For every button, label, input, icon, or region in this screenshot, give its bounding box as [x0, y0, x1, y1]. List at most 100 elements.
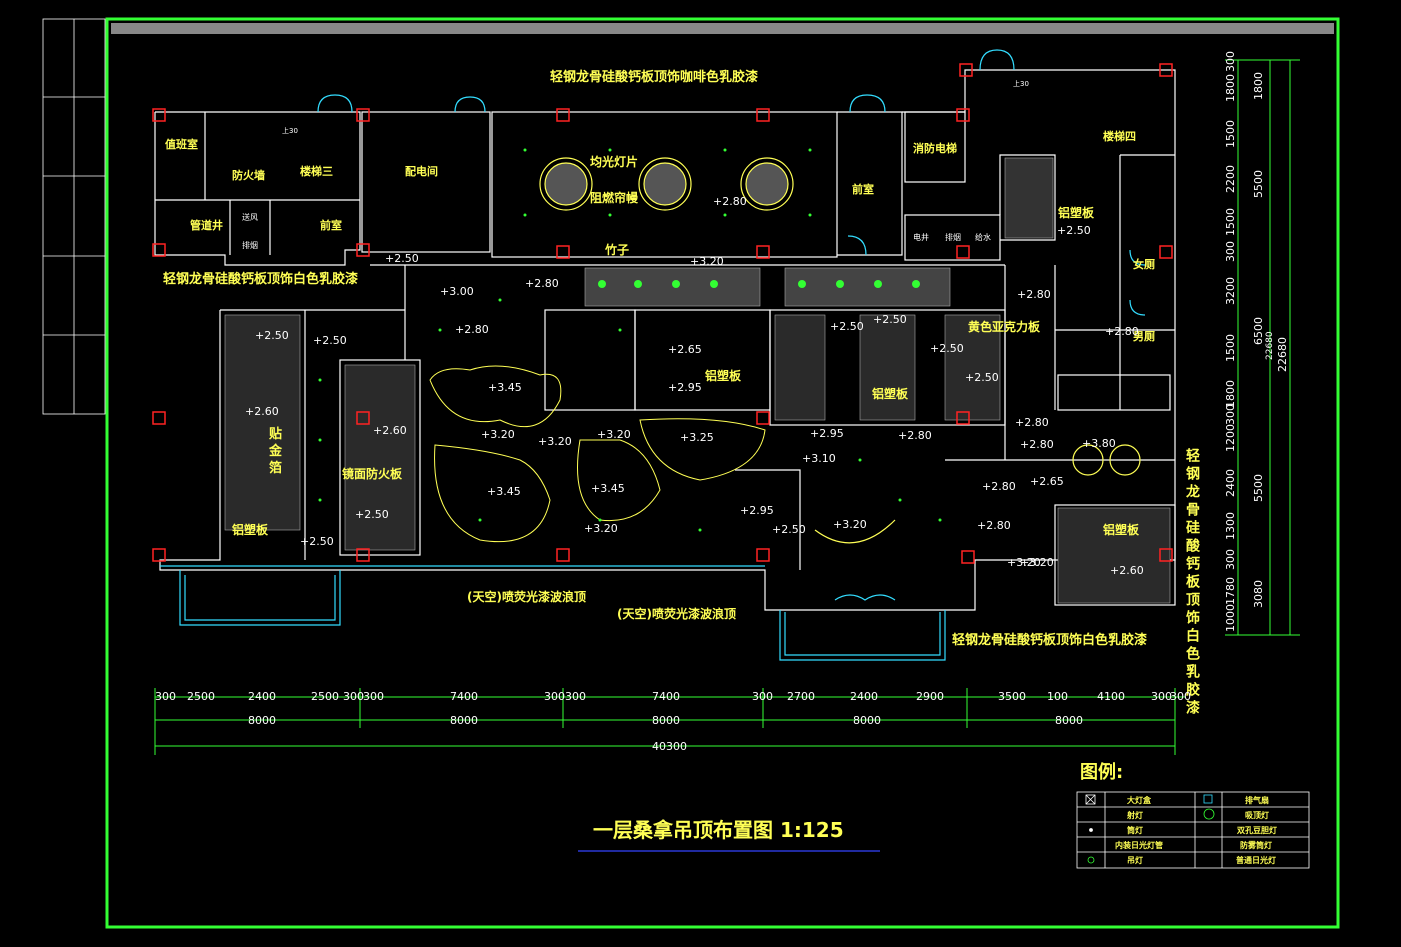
- elevation-labels: +2.50 +3.00 +2.80 +3.20 +2.80 +2.80 +2.8…: [245, 195, 1144, 577]
- dimension-row-1: 300 2500 2400 2500 300 300 7400 300 300 …: [155, 690, 1191, 703]
- dim-text: 8000: [652, 714, 680, 727]
- dim-text: 300: [343, 690, 364, 703]
- room-name: 女厕: [1133, 257, 1155, 271]
- dim-text: 300: [1151, 690, 1172, 703]
- legend-title: 图例:: [1080, 761, 1123, 783]
- legend-label: 射灯: [1126, 810, 1143, 820]
- dim-text: 2500: [311, 690, 339, 703]
- structural-columns: [152, 63, 1173, 564]
- dim-text: 1800: [1224, 380, 1237, 408]
- elevation-label: +2.60: [373, 424, 407, 437]
- ceiling-annotation: 箔: [269, 460, 282, 476]
- elevation-label: +3.10: [802, 452, 836, 465]
- elevation-label: +3.20: [597, 428, 631, 441]
- elevation-label: +3.20: [538, 435, 572, 448]
- elevation-label: +2.80: [1105, 325, 1139, 338]
- dim-text: 300: [565, 690, 586, 703]
- dim-text: 2400: [850, 690, 878, 703]
- room-name: 管道井: [190, 218, 223, 232]
- round-lights: [539, 157, 1141, 544]
- room-name: 楼梯四: [1103, 129, 1136, 143]
- dim-text: 3080: [1252, 580, 1265, 608]
- elevation-label: +2.80: [1017, 288, 1051, 301]
- dim-text: 2500: [187, 690, 215, 703]
- ceiling-annotation-vertical: 轻钢龙骨硅酸钙板顶饰白色乳胶漆: [1184, 447, 1201, 718]
- ceiling-annotation: 轻钢龙骨硅酸钙板顶饰白色乳胶漆: [163, 271, 358, 287]
- dim-text: 1500: [1224, 334, 1237, 362]
- room-name: 消防电梯: [913, 141, 957, 155]
- room-name: 排烟: [945, 232, 961, 242]
- elevation-label: +2.50: [1057, 224, 1091, 237]
- drawing-frame: [105, 17, 1340, 929]
- ceiling-annotation: 铝塑板: [232, 522, 269, 537]
- elevation-label: +2.65: [1030, 475, 1064, 488]
- room-name: 上30: [1013, 79, 1029, 88]
- room-name: 电井: [913, 232, 929, 242]
- dim-text: 1780: [1224, 577, 1237, 605]
- elevation-label: +2.95: [810, 427, 844, 440]
- dim-text: 8000: [1055, 714, 1083, 727]
- dim-text: 300: [363, 690, 384, 703]
- dim-text: 2900: [916, 690, 944, 703]
- dim-total: 40300: [652, 740, 687, 753]
- elevation-label: +3.20: [481, 428, 515, 441]
- dim-text: 300: [544, 690, 565, 703]
- legend-label: 普通日光灯: [1236, 855, 1276, 865]
- dim-text: 2400: [1224, 469, 1237, 497]
- dim-text: 1000: [1224, 604, 1237, 632]
- dim-text: 300: [1224, 404, 1237, 425]
- dim-text: 300: [752, 690, 773, 703]
- top-band: [111, 23, 1334, 34]
- elevation-label: +2.50: [313, 334, 347, 347]
- ceiling-annotation: (天空)喷荧光漆波浪顶: [617, 606, 736, 621]
- dimension-lines-bottom: [154, 688, 1185, 755]
- wave-ceilings: [429, 365, 766, 543]
- elevation-label: +2.95: [740, 504, 774, 517]
- dim-text: 2700: [787, 690, 815, 703]
- elevation-label: +2.50: [255, 329, 289, 342]
- dim-text: 8000: [248, 714, 276, 727]
- elevation-label: +3.25: [680, 431, 714, 444]
- elevation-label: +2.65: [668, 343, 702, 356]
- elevation-label: +3.00: [440, 285, 474, 298]
- room-name: 排烟: [242, 240, 258, 250]
- ceiling-annotation: 铝塑板: [705, 368, 742, 383]
- dim-text: 4100: [1097, 690, 1125, 703]
- dim-text: 5500: [1252, 474, 1265, 502]
- room-name: 男厕: [1133, 330, 1155, 343]
- dim-text: 7400: [450, 690, 478, 703]
- elevation-label: +2.80: [525, 277, 559, 290]
- dim-text: 1500: [1224, 120, 1237, 148]
- ceiling-annotation: 竹子: [604, 242, 629, 257]
- legend-label: 内装日光灯管: [1115, 840, 1163, 850]
- dim-text: 2400: [248, 690, 276, 703]
- room-name: 配电间: [405, 164, 438, 178]
- elevation-label: +2.50: [965, 371, 999, 384]
- elevation-label: +3.20: [1020, 556, 1054, 569]
- ceiling-annotation: 铝塑板: [1103, 522, 1140, 537]
- ceiling-annotation: 铝塑板: [872, 386, 909, 401]
- dimension-row-2: 8000 8000 8000 8000 8000 40300: [248, 714, 1083, 753]
- room-name: 前室: [852, 182, 874, 196]
- legend-label: 吊灯: [1127, 855, 1143, 865]
- dim-text: 3500: [998, 690, 1026, 703]
- room-name: 送风: [242, 212, 258, 222]
- legend-label: 吸顶灯: [1245, 810, 1269, 820]
- elevation-label: +2.50: [830, 320, 864, 333]
- dim-text: 300: [1224, 241, 1237, 262]
- room-name: 前室: [320, 218, 342, 232]
- dim-text: 5500: [1252, 170, 1265, 198]
- ceiling-annotation: 轻钢龙骨硅酸钙板顶饰白色乳胶漆: [952, 632, 1147, 648]
- elevation-label: +2.80: [455, 323, 489, 336]
- elevation-label: +3.45: [488, 381, 522, 394]
- ceiling-annotation: 贴: [269, 426, 282, 442]
- elevation-label: +2.60: [1110, 564, 1144, 577]
- dimension-lines-right: [1225, 59, 1300, 636]
- dim-text: 1200: [1224, 424, 1237, 452]
- elevation-label: +3.45: [487, 485, 521, 498]
- ceiling-annotation: 金: [268, 443, 283, 459]
- dim-text: 1800: [1252, 72, 1265, 100]
- title-block-grid: [42, 18, 106, 415]
- ceiling-annotation: 镜面防火板: [342, 466, 403, 481]
